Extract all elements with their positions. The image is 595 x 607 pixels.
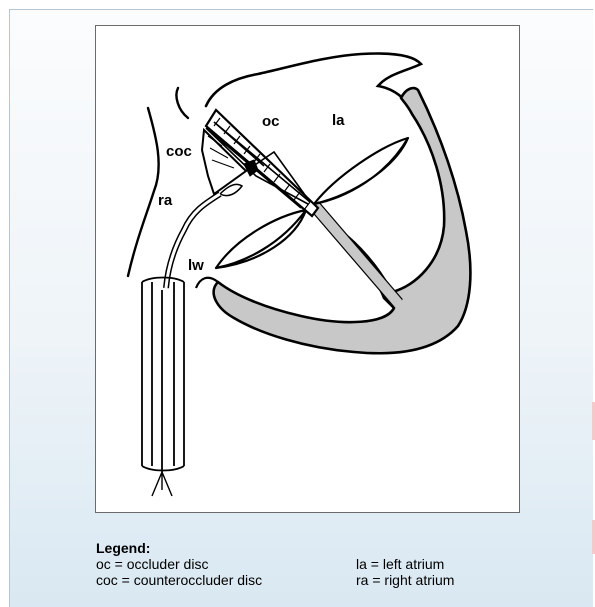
right-atrium-upper: [176, 88, 188, 118]
label-coc: coc: [166, 143, 192, 160]
legend-entry-la: la = left atrium: [356, 556, 444, 572]
legend-row: coc = counteroccluder disc ra = right at…: [96, 572, 556, 588]
top-strip: [0, 0, 595, 9]
lower-valve-leaflets: [216, 210, 306, 268]
heart-occluder-diagram: oc la coc ra lw: [96, 26, 521, 514]
label-ra: ra: [158, 192, 173, 209]
legend-entry-ra: ra = right atrium: [356, 572, 454, 588]
legend-title: Legend:: [96, 540, 556, 556]
septum-fill: [308, 202, 402, 306]
legend-entry-coc: coc = counteroccluder disc: [96, 572, 356, 588]
catheter-tip: [152, 472, 172, 496]
label-lw: lw: [188, 257, 204, 274]
label-la: la: [332, 112, 345, 129]
legend-entry-oc: oc = occluder disc: [96, 556, 356, 572]
legend: Legend: oc = occluder disc la = left atr…: [96, 540, 556, 588]
label-oc: oc: [262, 113, 280, 130]
figure-frame: oc la coc ra lw: [95, 25, 520, 513]
right-atrium-outline: [128, 108, 159, 276]
upper-valve-leaflets: [314, 138, 408, 204]
catheter-sheath: [142, 278, 184, 473]
left-atrium-outline: [206, 53, 421, 112]
legend-row: oc = occluder disc la = left atrium: [96, 556, 556, 572]
